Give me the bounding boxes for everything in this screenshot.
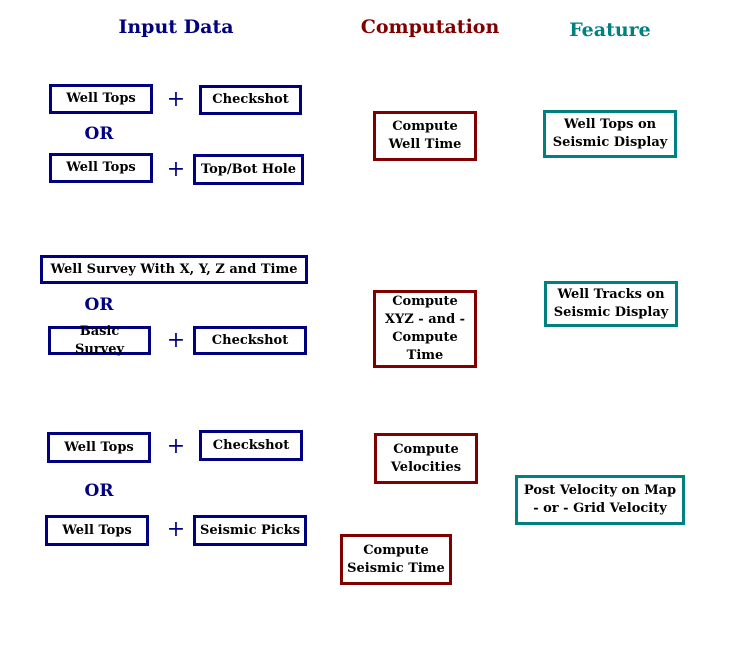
plus-sign: + [166,434,186,459]
compute-velocities-box: Compute Velocities [374,433,478,484]
or-label: OR [84,481,114,501]
well-tops-box: Well Tops [45,515,149,546]
or-label: OR [84,295,114,315]
or-label: OR [84,124,114,144]
plus-sign: + [166,328,186,353]
well-tracks-on-seismic-box: Well Tracks on Seismic Display [544,281,678,327]
seismic-picks-box: Seismic Picks [193,515,307,546]
checkshot-box: Checkshot [193,326,307,355]
input-data-header: Input Data [118,16,234,38]
plus-sign: + [166,517,186,542]
compute-xyz-and-time-box: Compute XYZ - and - Compute Time [373,290,477,368]
plus-sign: + [166,157,186,182]
well-tops-on-seismic-box: Well Tops on Seismic Display [543,110,677,158]
well-tops-box: Well Tops [49,153,153,183]
checkshot-box: Checkshot [199,430,303,461]
compute-well-time-box: Compute Well Time [373,111,477,161]
checkshot-box: Checkshot [199,85,302,115]
feature-header: Feature [569,19,651,41]
well-tops-box: Well Tops [47,432,151,463]
plus-sign: + [166,87,186,112]
well-survey-xyz-time-box: Well Survey With X, Y, Z and Time [40,255,308,284]
well-tops-box: Well Tops [49,84,153,114]
top-bot-hole-box: Top/Bot Hole [193,154,304,185]
compute-seismic-time-box: Compute Seismic Time [340,534,452,585]
computation-header: Computation [360,16,500,38]
basic-survey-box: Basic Survey [48,324,151,357]
post-velocity-on-map-box: Post Velocity on Map - or - Grid Velocit… [515,475,685,525]
